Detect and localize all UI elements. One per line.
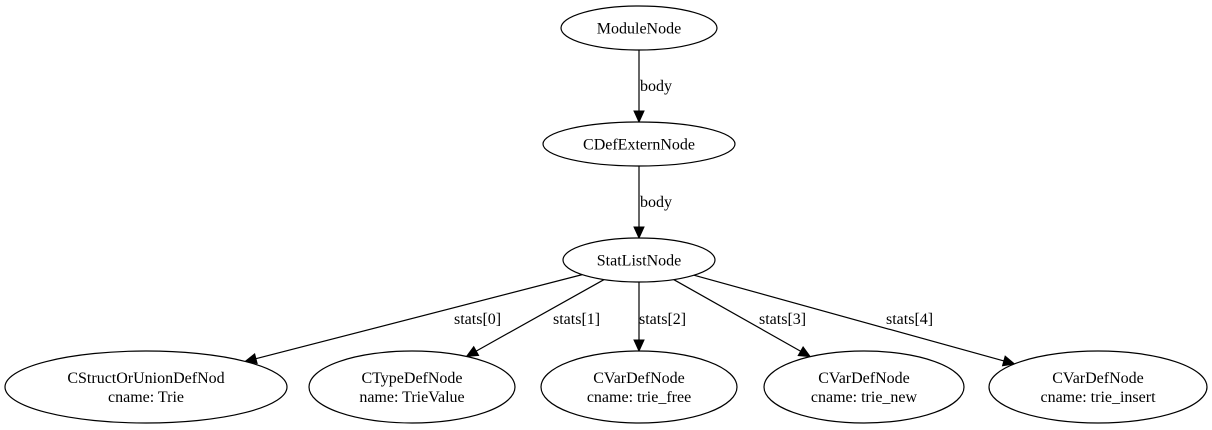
node-type-label: CDefExternNode xyxy=(583,137,695,154)
node-statlist: StatListNode xyxy=(562,237,716,283)
node-module: ModuleNode xyxy=(560,5,718,51)
node-attribute-label: cname: trie_free xyxy=(587,389,691,406)
node-attribute-label: cname: trie_new xyxy=(811,389,918,406)
node-cstruct: CStructOrUnionDefNod cname: Trie xyxy=(4,350,288,424)
node-ellipse xyxy=(4,350,288,424)
node-cvar-insert: CVarDefNode cname: trie_insert xyxy=(988,350,1208,424)
arrowhead-icon xyxy=(633,226,645,240)
node-ctypedef: CTypeDefNode name: TrieValue xyxy=(308,350,516,424)
node-ellipse xyxy=(560,5,718,51)
node-type-label: CVarDefNode xyxy=(593,370,685,387)
node-attribute-label: cname: trie_insert xyxy=(1040,389,1156,406)
arrowhead-icon xyxy=(1001,355,1016,367)
edge-line xyxy=(693,274,1005,362)
arrowhead-icon xyxy=(465,345,480,358)
edge-label: stats[1] xyxy=(553,311,600,328)
node-type-label: CVarDefNode xyxy=(818,370,910,387)
node-attribute-label: cname: Trie xyxy=(108,389,184,406)
edge-statlist-to-ctypedef: stats[1] xyxy=(465,279,605,358)
node-cvar-free: CVarDefNode cname: trie_free xyxy=(540,350,738,424)
edge-cdefextern-to-statlist: body xyxy=(633,166,672,240)
node-cvar-new: CVarDefNode cname: trie_new xyxy=(763,350,965,424)
edge-line xyxy=(255,274,583,360)
node-cdefextern: CDefExternNode xyxy=(542,121,736,167)
node-type-label: StatListNode xyxy=(597,253,681,270)
edge-module-to-cdefextern: body xyxy=(633,50,672,124)
edge-line xyxy=(673,279,801,352)
edge-label: stats[2] xyxy=(639,311,686,328)
node-ellipse xyxy=(540,350,738,424)
edge-statlist-to-cvar-free: stats[2] xyxy=(633,282,686,353)
edge-statlist-to-cstruct: stats[0] xyxy=(244,274,583,365)
nodes-layer: ModuleNodeCDefExternNodeStatListNodeCStr… xyxy=(4,5,1208,424)
edge-label: stats[3] xyxy=(759,311,806,328)
node-type-label: CTypeDefNode xyxy=(361,370,462,387)
node-ellipse xyxy=(763,350,965,424)
edge-label: body xyxy=(640,78,672,95)
node-ellipse xyxy=(308,350,516,424)
node-attribute-label: name: TrieValue xyxy=(359,389,464,406)
arrowhead-icon xyxy=(797,345,812,358)
arrowhead-icon xyxy=(633,339,645,353)
node-type-label: CVarDefNode xyxy=(1052,370,1144,387)
node-ellipse xyxy=(562,237,716,283)
edge-statlist-to-cvar-insert: stats[4] xyxy=(693,274,1016,367)
edge-statlist-to-cvar-new: stats[3] xyxy=(673,279,812,358)
edge-label: stats[0] xyxy=(454,311,501,328)
edge-label: stats[4] xyxy=(886,311,933,328)
edge-line xyxy=(475,279,605,352)
node-type-label: CStructOrUnionDefNod xyxy=(67,370,224,387)
arrowhead-icon xyxy=(633,110,645,124)
node-type-label: ModuleNode xyxy=(597,21,681,38)
edges-layer: body body stats[0] stats[1] stats[2] stats[3]… xyxy=(244,50,1016,367)
node-ellipse xyxy=(988,350,1208,424)
edge-label: body xyxy=(640,194,672,211)
node-ellipse xyxy=(542,121,736,167)
